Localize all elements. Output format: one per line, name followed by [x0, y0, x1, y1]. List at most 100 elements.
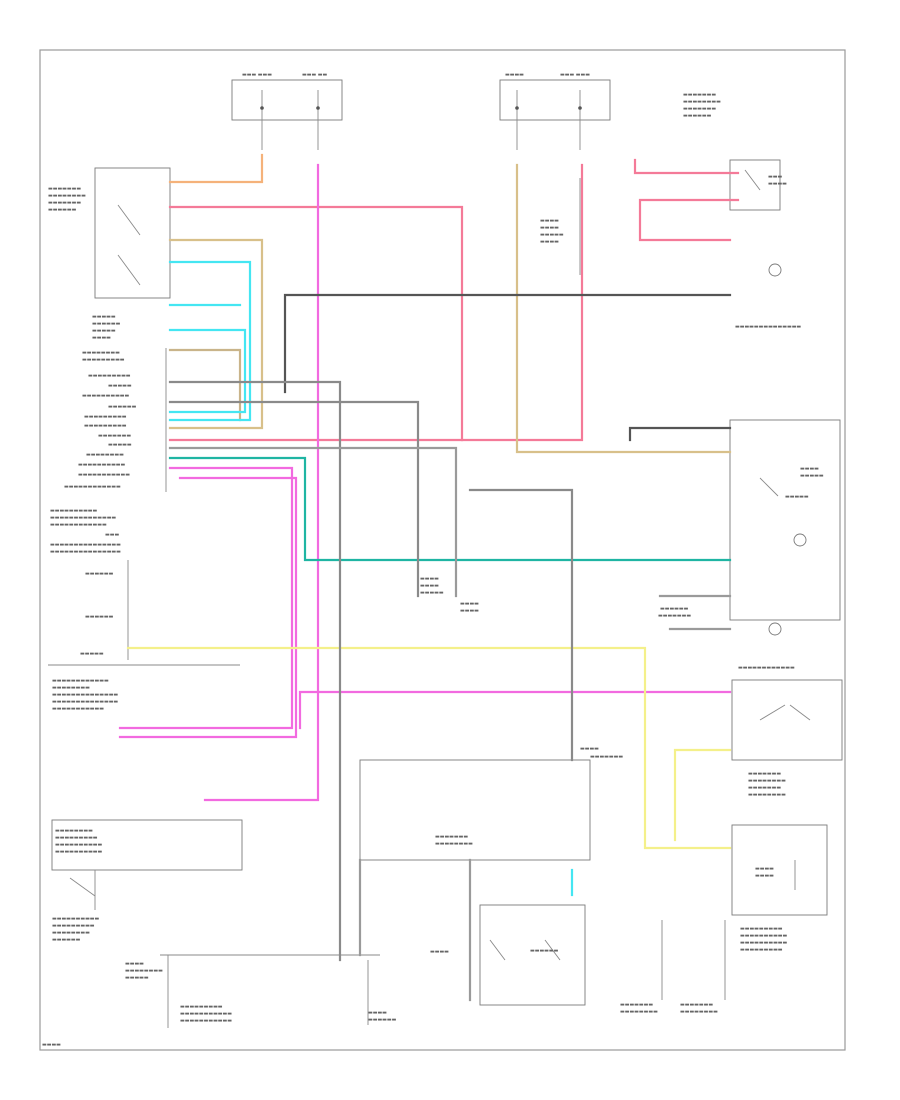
gray-wire-2	[168, 400, 420, 598]
right-rear-lamps: ▬▬▬▬▬▬▬ ▬▬▬▬▬▬▬▬ ▬▬▬▬▬▬▬ ▬▬▬▬▬▬▬▬	[620, 920, 726, 1015]
pink-wire-middle	[168, 163, 584, 442]
cyan-wire-3	[168, 328, 247, 414]
svg-text:▬▬▬▬▬▬▬▬▬▬: ▬▬▬▬▬▬▬▬▬▬	[55, 842, 103, 848]
svg-text:▬▬▬▬▬▬▬: ▬▬▬▬▬▬▬	[620, 1002, 653, 1008]
svg-text:▬▬▬▬▬▬▬▬▬▬: ▬▬▬▬▬▬▬▬▬▬	[52, 916, 100, 922]
teal-wire	[168, 456, 732, 562]
svg-text:▬▬▬▬▬▬▬▬▬▬: ▬▬▬▬▬▬▬▬▬▬	[78, 462, 126, 468]
svg-text:▬▬▬▬▬▬▬▬: ▬▬▬▬▬▬▬▬	[748, 778, 786, 784]
svg-text:▬▬▬▬▬: ▬▬▬▬▬	[420, 590, 444, 596]
svg-text:▬▬▬▬▬▬▬▬▬▬▬▬: ▬▬▬▬▬▬▬▬▬▬▬▬	[738, 665, 795, 671]
pink-wire-upper-right	[633, 158, 740, 175]
horn-relay: ▬▬▬ ▬▬▬▬ ▬▬▬▬▬▬▬▬▬▬▬▬▬▬	[729, 159, 801, 330]
right-relay-module: ▬▬▬▬ ▬▬▬▬ ▬▬▬▬▬▬▬▬▬ ▬▬▬▬▬▬▬▬▬▬ ▬▬▬▬▬▬▬▬▬…	[731, 824, 828, 953]
svg-text:▬▬▬: ▬▬▬	[105, 532, 119, 538]
svg-text:▬▬▬▬▬▬▬: ▬▬▬▬▬▬▬	[680, 1002, 713, 1008]
svg-text:▬▬▬▬▬▬▬▬▬▬▬▬▬▬: ▬▬▬▬▬▬▬▬▬▬▬▬▬▬	[52, 699, 118, 705]
svg-text:▬▬▬▬▬▬▬▬▬▬▬▬: ▬▬▬▬▬▬▬▬▬▬▬▬	[52, 678, 109, 684]
svg-text:▬▬▬▬▬▬▬▬▬▬: ▬▬▬▬▬▬▬▬▬▬	[740, 933, 788, 939]
svg-text:▬▬▬▬▬▬▬▬: ▬▬▬▬▬▬▬▬	[680, 1009, 718, 1015]
svg-text:▬▬▬▬▬▬▬▬▬: ▬▬▬▬▬▬▬▬▬	[88, 373, 131, 379]
svg-text:▬▬▬▬: ▬▬▬▬	[768, 181, 787, 187]
pcm-connector: ▬▬▬▬▬▬▬▬ ▬▬▬▬▬▬▬▬▬ ▬▬▬▬▬▬▬▬▬ ▬▬▬▬▬ ▬▬▬▬▬…	[64, 348, 167, 492]
svg-text:▬▬▬▬▬: ▬▬▬▬▬	[785, 494, 809, 500]
svg-text:▬▬▬▬▬▬▬▬▬▬: ▬▬▬▬▬▬▬▬▬▬	[82, 393, 130, 399]
svg-text:▬▬▬▬▬▬▬▬▬▬: ▬▬▬▬▬▬▬▬▬▬	[740, 940, 788, 946]
svg-text:▬▬▬▬▬▬▬▬▬: ▬▬▬▬▬▬▬▬▬	[55, 835, 98, 841]
gray-wire-1	[168, 380, 342, 962]
svg-text:▬▬▬▬▬▬▬▬▬▬: ▬▬▬▬▬▬▬▬▬▬	[55, 849, 103, 855]
svg-text:▬▬▬▬▬▬▬▬▬▬▬: ▬▬▬▬▬▬▬▬▬▬▬	[52, 706, 104, 712]
diagram-border	[39, 49, 846, 1051]
page-corner-label: ▬▬▬▬	[42, 1042, 61, 1048]
svg-text:▬▬▬▬: ▬▬▬▬	[755, 866, 774, 872]
cyan-wire-1	[168, 260, 252, 422]
svg-text:▬▬▬▬▬▬▬▬: ▬▬▬▬▬▬▬▬	[82, 350, 120, 356]
svg-text:▬▬▬▬▬: ▬▬▬▬▬	[108, 383, 132, 389]
svg-text:▬▬▬▬▬▬▬▬: ▬▬▬▬▬▬▬▬	[620, 1009, 658, 1015]
magenta-wire-main	[203, 163, 320, 802]
brake-switch-module: ▬▬▬▬▬▬▬▬ ▬▬▬▬▬▬▬▬▬ ▬▬▬▬▬▬▬▬▬▬ ▬▬▬▬▬▬▬▬▬▬	[51, 819, 243, 910]
svg-text:▬▬▬▬▬▬▬▬▬▬▬▬▬▬▬: ▬▬▬▬▬▬▬▬▬▬▬▬▬▬▬	[50, 542, 121, 548]
yellow-wire-left	[126, 646, 732, 850]
svg-text:▬▬▬▬: ▬▬▬▬	[125, 961, 144, 967]
pink-wire-top	[168, 205, 464, 442]
svg-text:▬▬▬▬: ▬▬▬▬	[430, 949, 449, 955]
stoplamp-switch: ▬▬▬▬▬▬▬ ▬▬▬▬▬▬▬▬ ▬▬▬▬ ▬▬▬▬▬▬▬	[359, 746, 623, 861]
svg-text:▬▬▬▬▬▬: ▬▬▬▬▬▬	[48, 207, 77, 213]
center-relay: ▬▬▬▬ ▬▬▬▬ ▬▬▬▬▬ ▬▬▬▬	[540, 178, 581, 275]
transducer-module: ▬▬▬▬▬▬▬ ▬▬▬▬▬▬▬▬ ▬▬▬▬▬▬▬ ▬▬▬▬▬▬▬▬	[731, 679, 843, 798]
gray-wire-3	[468, 488, 574, 762]
svg-text:▬▬▬▬▬▬▬▬▬▬▬: ▬▬▬▬▬▬▬▬▬▬▬	[78, 472, 130, 478]
svg-text:▬▬▬▬▬▬▬▬: ▬▬▬▬▬▬▬▬	[52, 930, 90, 936]
svg-text:▬▬▬▬▬▬▬▬▬: ▬▬▬▬▬▬▬▬▬	[740, 926, 783, 932]
svg-text:▬▬▬▬▬: ▬▬▬▬▬	[92, 314, 116, 320]
svg-text:▬▬▬▬▬▬▬▬▬: ▬▬▬▬▬▬▬▬▬	[82, 357, 125, 363]
svg-text:▬▬▬ ▬▬▬: ▬▬▬ ▬▬▬	[560, 72, 590, 78]
svg-text:▬▬▬▬▬▬: ▬▬▬▬▬▬	[530, 948, 559, 954]
svg-text:▬▬▬▬▬: ▬▬▬▬▬	[108, 442, 132, 448]
svg-text:▬▬▬ ▬▬▬: ▬▬▬ ▬▬▬	[242, 72, 272, 78]
svg-text:▬▬▬▬▬▬▬▬: ▬▬▬▬▬▬▬▬	[683, 99, 721, 105]
underhood-fuse-label: ▬▬▬▬▬▬▬	[683, 92, 716, 98]
svg-text:▬▬▬▬▬▬▬▬▬▬▬▬▬▬▬: ▬▬▬▬▬▬▬▬▬▬▬▬▬▬▬	[50, 549, 121, 555]
left-switch-module: ▬▬▬▬▬▬▬ ▬▬▬▬▬▬▬▬ ▬▬▬▬▬▬▬ ▬▬▬▬▬▬ ▬▬▬▬▬ ▬▬…	[48, 167, 171, 341]
svg-text:▬▬▬▬▬▬: ▬▬▬▬▬▬	[368, 1017, 397, 1023]
svg-text:▬▬▬▬▬▬▬: ▬▬▬▬▬▬▬	[98, 433, 131, 439]
pcm-description: ▬▬▬▬▬▬▬▬▬▬ ▬▬▬▬▬▬▬▬▬▬▬▬▬▬ ▬▬▬▬▬▬▬▬▬▬▬▬ ▬…	[50, 508, 129, 660]
svg-text:▬▬▬▬▬▬▬▬: ▬▬▬▬▬▬▬▬	[125, 968, 163, 974]
svg-text:▬▬▬▬: ▬▬▬▬	[420, 576, 439, 582]
svg-text:▬▬▬▬▬▬: ▬▬▬▬▬▬	[683, 113, 712, 119]
svg-text:▬▬▬▬▬▬: ▬▬▬▬▬▬	[85, 614, 114, 620]
brownwht-wire	[168, 348, 242, 422]
svg-text:▬▬▬▬: ▬▬▬▬	[800, 466, 819, 472]
svg-text:▬▬▬▬▬▬▬: ▬▬▬▬▬▬▬	[435, 834, 468, 840]
svg-text:▬▬▬▬▬▬▬▬▬▬▬▬▬▬: ▬▬▬▬▬▬▬▬▬▬▬▬▬▬	[50, 515, 116, 521]
svg-text:▬▬▬▬▬▬▬: ▬▬▬▬▬▬▬	[48, 200, 81, 206]
svg-text:▬▬▬▬▬▬▬▬▬▬: ▬▬▬▬▬▬▬▬▬▬	[50, 508, 98, 514]
black-wire-upper	[283, 293, 732, 394]
svg-text:▬▬▬▬▬▬▬: ▬▬▬▬▬▬▬	[683, 106, 716, 112]
svg-text:▬▬▬▬: ▬▬▬▬	[368, 1010, 387, 1016]
svg-text:▬▬▬▬▬▬▬▬▬▬▬: ▬▬▬▬▬▬▬▬▬▬▬	[180, 1018, 232, 1024]
svg-text:▬▬▬▬▬▬▬▬▬: ▬▬▬▬▬▬▬▬▬	[84, 423, 127, 429]
svg-text:▬▬▬▬▬▬▬: ▬▬▬▬▬▬▬	[748, 785, 781, 791]
svg-text:▬▬▬▬▬▬▬▬▬▬▬: ▬▬▬▬▬▬▬▬▬▬▬	[180, 1011, 232, 1017]
svg-text:▬▬▬▬▬: ▬▬▬▬▬	[80, 651, 104, 657]
instrument-cluster-module: ▬▬▬▬▬▬▬▬▬▬▬▬ ▬▬▬▬▬▬▬▬ ▬▬▬▬▬▬▬▬▬▬▬▬▬▬ ▬▬▬…	[48, 664, 240, 712]
svg-text:▬▬▬▬▬▬▬▬▬▬▬▬▬▬: ▬▬▬▬▬▬▬▬▬▬▬▬▬▬	[52, 692, 118, 698]
svg-text:▬▬▬▬▬▬▬▬▬: ▬▬▬▬▬▬▬▬▬	[84, 414, 127, 420]
svg-text:▬▬▬▬▬▬▬▬: ▬▬▬▬▬▬▬▬	[48, 193, 86, 199]
left-rear-lamp: ▬▬▬▬ ▬▬▬▬▬▬	[367, 960, 397, 1025]
cruise-control-switch: ▬▬▬▬ ▬▬▬▬▬ ▬▬▬▬▬ ▬▬▬▬▬▬ ▬▬▬▬▬▬▬ ▬▬▬▬▬▬▬▬…	[658, 419, 841, 671]
svg-text:▬▬▬▬▬▬▬▬: ▬▬▬▬▬▬▬▬	[435, 841, 473, 847]
svg-text:▬▬▬▬▬▬▬▬▬▬▬▬: ▬▬▬▬▬▬▬▬▬▬▬▬	[50, 522, 107, 528]
pink-wire-upper-right-2	[638, 198, 740, 242]
svg-text:▬▬▬▬▬▬▬▬▬▬▬▬: ▬▬▬▬▬▬▬▬▬▬▬▬	[64, 484, 121, 490]
svg-text:▬▬▬ ▬▬: ▬▬▬ ▬▬	[302, 72, 327, 78]
svg-text:▬▬▬▬: ▬▬▬▬	[505, 72, 524, 78]
svg-text:▬▬▬▬▬▬▬: ▬▬▬▬▬▬▬	[48, 186, 81, 192]
svg-text:▬▬▬▬▬▬▬▬: ▬▬▬▬▬▬▬▬	[86, 452, 124, 458]
svg-text:▬▬▬▬▬▬▬: ▬▬▬▬▬▬▬	[748, 771, 781, 777]
